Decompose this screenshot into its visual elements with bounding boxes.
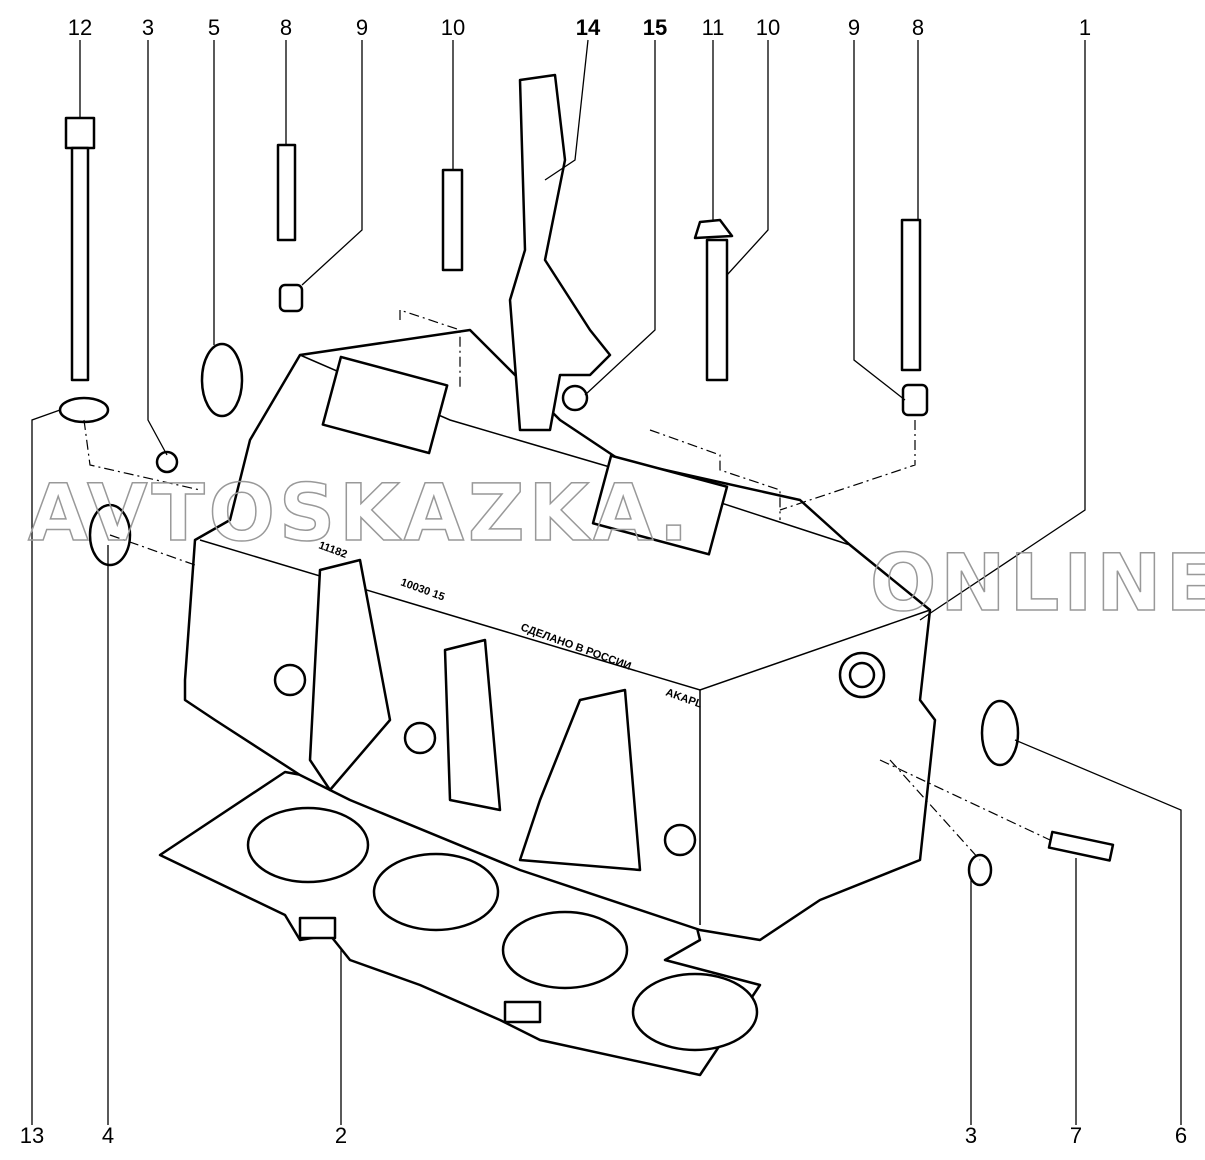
callout-10b: 10: [756, 15, 780, 40]
callout-13: 13: [20, 1123, 44, 1148]
callout-12: 12: [68, 15, 92, 40]
nut: [561, 384, 589, 412]
callout-10: 10: [441, 15, 465, 40]
camshaft-plug: [980, 699, 1020, 767]
callout-14: 14: [576, 15, 601, 40]
studs: [276, 143, 1115, 862]
sleeve-2: [967, 853, 993, 887]
callout-8: 8: [280, 15, 292, 40]
watermark-part-1: AVTOSKAZKA.: [28, 469, 692, 559]
callout-15: 15: [643, 15, 667, 40]
callout-11: 11: [702, 15, 725, 40]
callout-3: 3: [142, 15, 154, 40]
callouts-bottom: 13 4 2 3 7 6: [20, 1123, 1187, 1148]
callout-9: 9: [356, 15, 368, 40]
lifting-bracket: [508, 73, 612, 432]
callout-3b: 3: [965, 1123, 977, 1148]
callout-8b: 8: [912, 15, 924, 40]
cylinder-head: СДЕЛАНО В РОССИИ 10030 15 11182 AKAPL: [183, 328, 937, 942]
callout-5: 5: [208, 15, 220, 40]
callout-1: 1: [1079, 15, 1091, 40]
head-bolt: [58, 116, 110, 424]
callouts-top: 12 3 5 8 9 10 14 15 11 10 9 8 1: [68, 15, 1091, 40]
callout-9b: 9: [848, 15, 860, 40]
callout-2: 2: [335, 1123, 347, 1148]
watermark-part-2: ONLINE: [870, 539, 1205, 629]
callout-6: 6: [1175, 1123, 1187, 1148]
oil-seal: [200, 342, 244, 418]
sleeve: [155, 450, 179, 474]
leader-lines: [31, 39, 1182, 1125]
callout-4: 4: [102, 1123, 114, 1148]
callout-7: 7: [1070, 1123, 1082, 1148]
